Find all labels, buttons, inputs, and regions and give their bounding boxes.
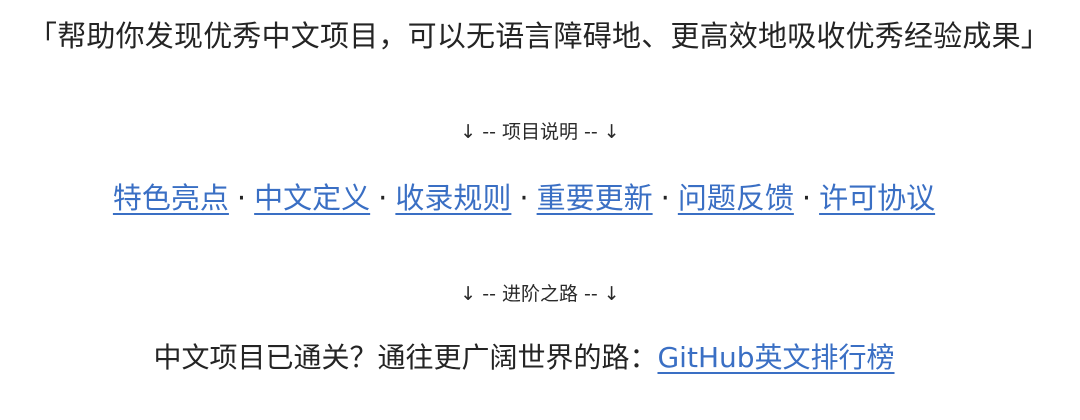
link-rules[interactable]: 收录规则 — [395, 181, 512, 215]
link-definition[interactable]: 中文定义 — [254, 181, 371, 215]
link-updates[interactable]: 重要更新 — [536, 181, 653, 215]
separator: · — [801, 181, 812, 215]
project-nav: 特色亮点·中文定义·收录规则·重要更新·问题反馈·许可协议 — [0, 176, 1048, 220]
advance-text: 中文项目已通关？通往更广阔世界的路： — [153, 341, 658, 374]
advance-line: 中文项目已通关？通往更广阔世界的路：GitHub英文排行榜 — [0, 336, 1048, 380]
link-license[interactable]: 许可协议 — [819, 181, 936, 215]
link-features[interactable]: 特色亮点 — [112, 181, 229, 215]
link-feedback[interactable]: 问题反馈 — [677, 181, 794, 215]
separator: · — [519, 181, 529, 215]
arrow-down-icon: ↓ — [603, 121, 620, 143]
section-header-project: ↓ -- 项目说明 -- ↓ — [0, 118, 1080, 146]
section-header-advance: ↓ -- 进阶之路 -- ↓ — [0, 280, 1080, 308]
separator: · — [660, 181, 670, 215]
tagline: 「帮助你发现优秀中文项目，可以无语言障碍地、更高效地吸收优秀经验成果」 — [28, 19, 1051, 53]
section-label: -- 进阶之路 -- — [482, 283, 598, 305]
arrow-down-icon: ↓ — [460, 121, 477, 143]
link-github-english-ranking[interactable]: GitHub英文排行榜 — [657, 341, 895, 374]
separator: · — [378, 181, 388, 215]
section-label: -- 项目说明 -- — [482, 121, 598, 143]
arrow-down-icon: ↓ — [460, 283, 477, 305]
separator: · — [236, 181, 247, 215]
arrow-down-icon: ↓ — [603, 283, 620, 305]
